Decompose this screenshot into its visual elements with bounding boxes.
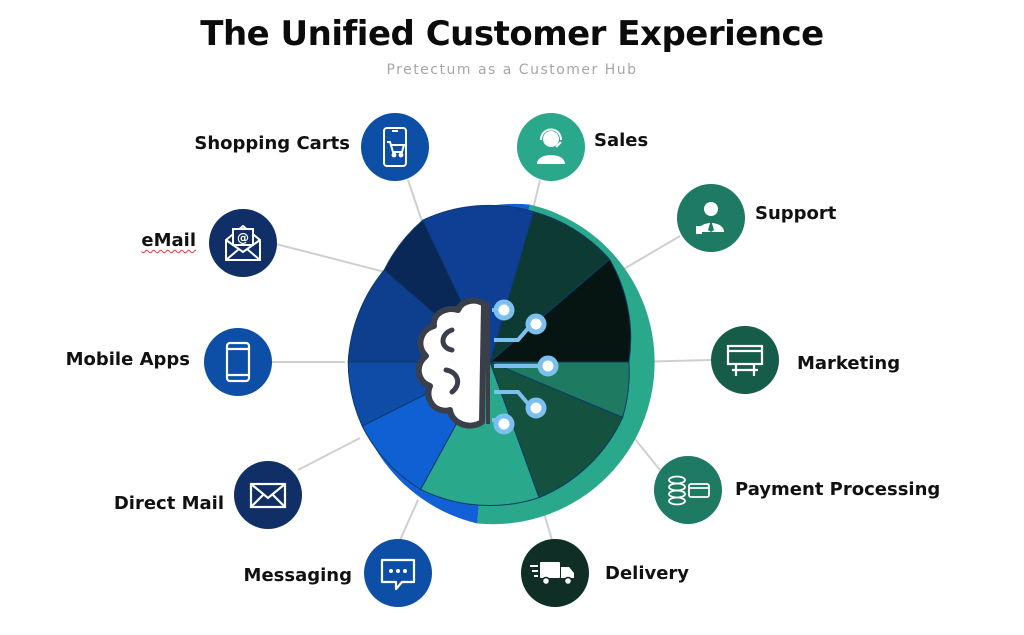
envelope-at-icon: @ <box>225 224 261 261</box>
label-email: eMail <box>141 230 196 251</box>
label-sales: Sales <box>594 130 649 151</box>
node-email: @ <box>209 209 277 277</box>
page-subtitle: Pretectum as a Customer Hub <box>386 62 638 78</box>
label-marketing: Marketing <box>797 353 901 374</box>
circuit-nodes <box>493 299 559 435</box>
chat-bubble-icon <box>380 558 416 591</box>
node-mobile-apps <box>204 328 272 396</box>
label-support: Support <box>755 203 837 224</box>
brain-icon <box>415 297 490 429</box>
mobile-phone-icon <box>225 341 251 383</box>
shopping-cart-phone-icon <box>383 127 407 167</box>
headset-agent-icon <box>537 128 565 164</box>
billboard-icon <box>726 344 764 376</box>
node-shopping-carts <box>361 113 429 181</box>
node-support <box>677 184 745 252</box>
node-payment-processing <box>654 456 722 524</box>
envelope-icon <box>249 482 287 509</box>
label-messaging: Messaging <box>243 565 352 586</box>
label-mobile-apps: Mobile Apps <box>65 349 190 370</box>
support-agent-icon <box>696 202 724 234</box>
label-delivery: Delivery <box>605 563 690 584</box>
label-direct-mail: Direct Mail <box>113 493 224 514</box>
node-sales <box>517 113 585 181</box>
label-payment-processing: Payment Processing <box>735 479 941 500</box>
node-direct-mail <box>234 461 302 529</box>
delivery-truck-icon <box>530 562 574 586</box>
node-marketing <box>711 326 779 394</box>
svg-text:@: @ <box>237 231 249 245</box>
node-delivery <box>521 539 589 607</box>
page-title: The Unified Customer Experience <box>200 14 824 54</box>
coins-card-icon <box>668 475 710 506</box>
label-shopping-carts: Shopping Carts <box>194 133 350 154</box>
node-messaging <box>364 539 432 607</box>
